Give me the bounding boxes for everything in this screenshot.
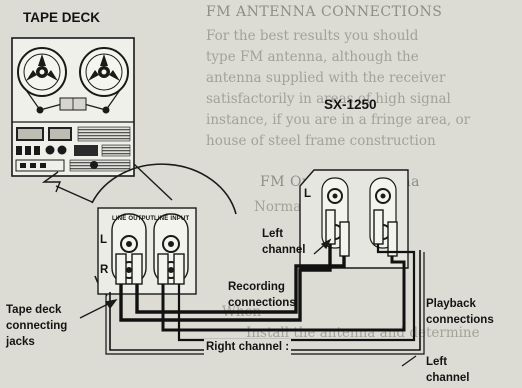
deck-plugs xyxy=(115,253,185,285)
body-line: instance, if you are in a fringe area, o… xyxy=(206,112,471,128)
section-heading: FM ANTENNA CONNECTIONS xyxy=(206,4,443,20)
line-input-label: LINE INPUT xyxy=(154,216,190,222)
receiver-model-title: SX-1250 xyxy=(324,97,377,112)
left-channel-top-line2: channel xyxy=(262,244,306,256)
tape-deck-back-panel xyxy=(97,207,197,295)
jacks-line3: jacks xyxy=(6,336,35,348)
playback-connections-label: Playback connections xyxy=(426,296,494,328)
recording-line2: connections xyxy=(228,297,296,309)
recording-line1: Recording xyxy=(228,281,285,293)
jacks-line2: connecting xyxy=(6,320,68,332)
body-line: house of steel frame construction xyxy=(206,133,436,149)
left-channel-top-label: Left channel xyxy=(262,226,305,258)
marker-r: R xyxy=(100,264,109,276)
body-line: antenna supplied with the receiver xyxy=(206,70,446,86)
right-channel-label: Right channel : xyxy=(204,339,292,355)
recording-connections-label: Recording connections xyxy=(228,279,296,311)
left-channel-bottom-line2: channel xyxy=(426,372,470,384)
tape-deck-illustration xyxy=(11,37,135,177)
playback-line2: connections xyxy=(426,314,494,326)
left-channel-bottom-label: Left channel xyxy=(426,354,469,386)
body-line: type FM antenna, although the xyxy=(206,49,419,65)
receiver-marker-l: L xyxy=(304,188,312,200)
tape-deck-title: TAPE DECK xyxy=(23,10,101,25)
playback-line1: Playback xyxy=(426,298,476,310)
body-line: satisfactorily in areas of high signal xyxy=(206,91,451,107)
callout-pointers xyxy=(79,238,417,367)
left-reel xyxy=(17,47,67,97)
jacks-line1: Tape deck xyxy=(6,304,62,316)
magnifier-circle xyxy=(91,163,237,215)
left-channel-bottom-line1: Left xyxy=(426,356,448,368)
body-line: For the best results you should xyxy=(206,28,419,44)
marker-l: L xyxy=(100,234,108,246)
line-output-label: LINE OUTPUT xyxy=(112,216,155,222)
right-reel xyxy=(79,47,129,97)
left-channel-top-line1: Left xyxy=(262,228,284,240)
tape-deck-jacks-label: Tape deck connecting jacks xyxy=(6,302,67,350)
connection-cables xyxy=(105,244,425,355)
